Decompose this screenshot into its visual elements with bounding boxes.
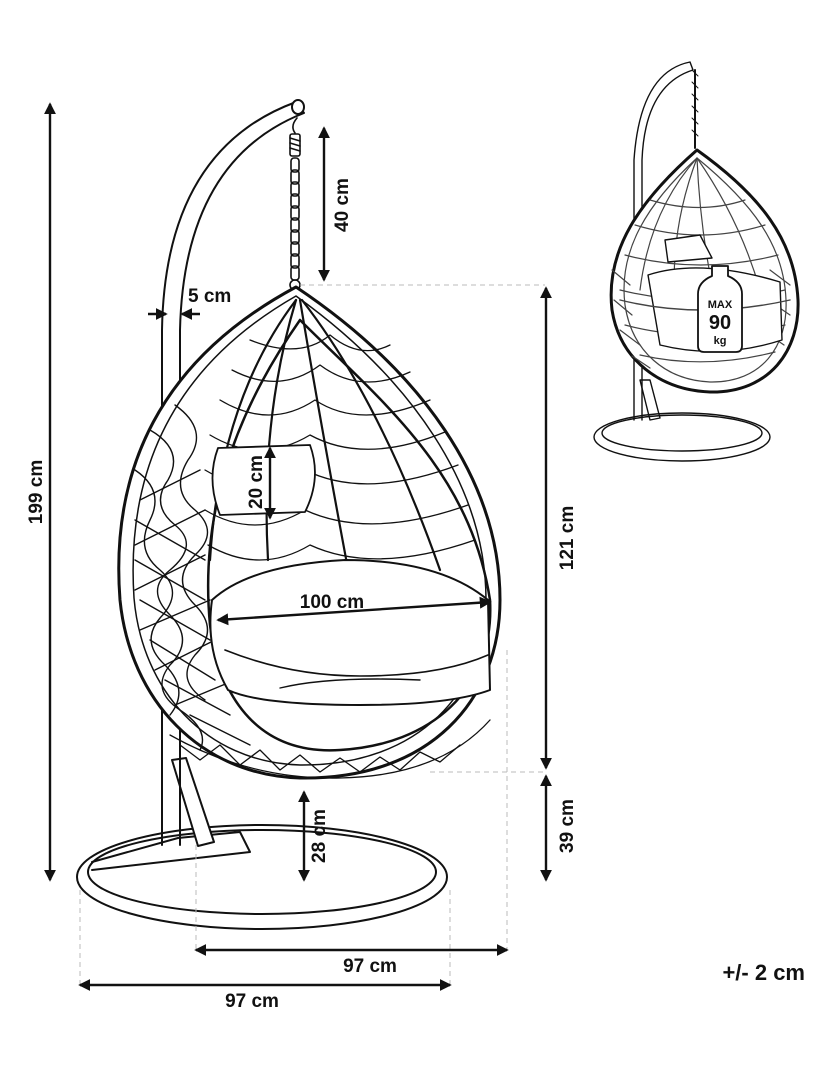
seat-cushion — [209, 559, 491, 706]
label-base-depth: 97 cm — [343, 956, 397, 977]
small-chair-illustration: MAX 90 kg — [593, 61, 800, 462]
egg-basket — [117, 285, 502, 780]
label-seat-to-base: 28 cm — [309, 809, 330, 863]
label-basket-height: 121 cm — [557, 506, 578, 570]
label-chain-length: 40 cm — [332, 178, 353, 232]
guide-lines — [79, 284, 545, 985]
label-pole-diameter: 5 cm — [188, 286, 231, 307]
dimension-labels: 199 cm 40 cm 5 cm 20 cm 121 cm 100 cm 39… — [26, 178, 805, 1012]
label-seat-width: 100 cm — [300, 592, 364, 613]
badge-unit-label: kg — [714, 335, 727, 347]
tolerance-note: +/- 2 cm — [722, 960, 805, 985]
support-strut — [171, 757, 215, 847]
label-base-width: 97 cm — [225, 991, 279, 1012]
weight-capacity-badge: MAX 90 kg — [697, 265, 743, 353]
label-cushion-height: 20 cm — [246, 455, 267, 509]
badge-weight-value: 90 — [709, 312, 731, 334]
base-plate — [76, 824, 448, 930]
label-basket-clearance: 39 cm — [557, 799, 578, 853]
main-chair-illustration — [76, 99, 502, 930]
back-pillow — [211, 444, 316, 516]
seat-width-arrow — [216, 596, 492, 626]
stand-pole — [161, 99, 305, 846]
label-total-height: 199 cm — [26, 460, 47, 524]
dimension-arrows — [44, 102, 552, 991]
hanging-chain — [289, 117, 301, 291]
badge-max-label: MAX — [708, 299, 733, 311]
